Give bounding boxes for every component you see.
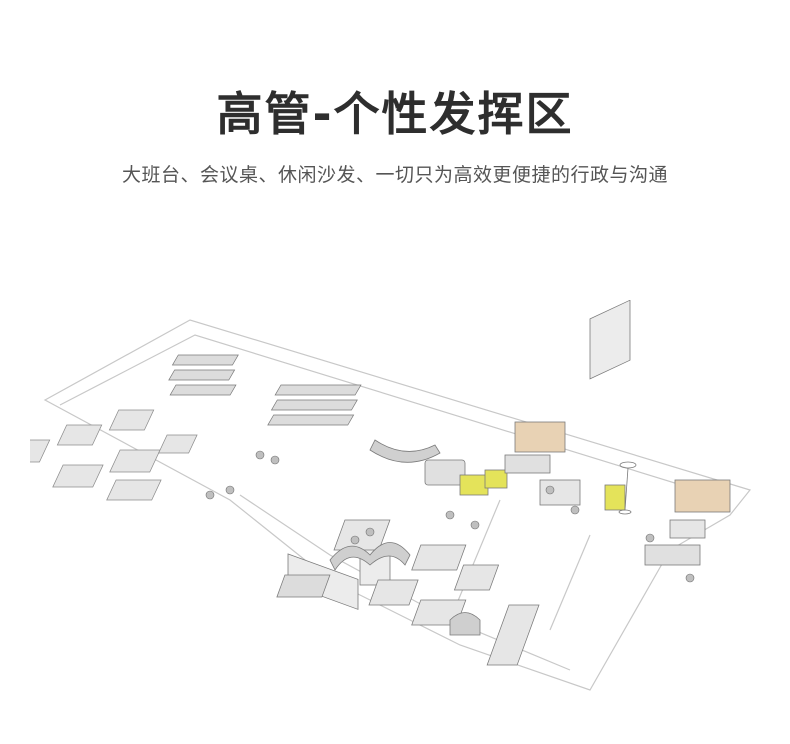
reception-area [369, 439, 508, 496]
floor-lamp [618, 461, 637, 515]
page-subtitle: 大班台、会议桌、休闲沙发、一切只为高效更便捷的行政与沟通 [121, 164, 668, 186]
lounge-sofas [276, 542, 481, 636]
building-outline [43, 319, 752, 691]
chairs [205, 450, 695, 583]
floor-plan-drawing [30, 300, 752, 691]
executive-office-2 [644, 479, 731, 566]
executive-office-1 [504, 421, 626, 511]
workstation-rows [168, 354, 362, 426]
left-desk-cluster [30, 409, 198, 501]
page-title: 高管-个性发挥区 [216, 87, 574, 141]
meeting-tables [333, 519, 540, 666]
office-floor-plan-illustration [30, 300, 770, 720]
